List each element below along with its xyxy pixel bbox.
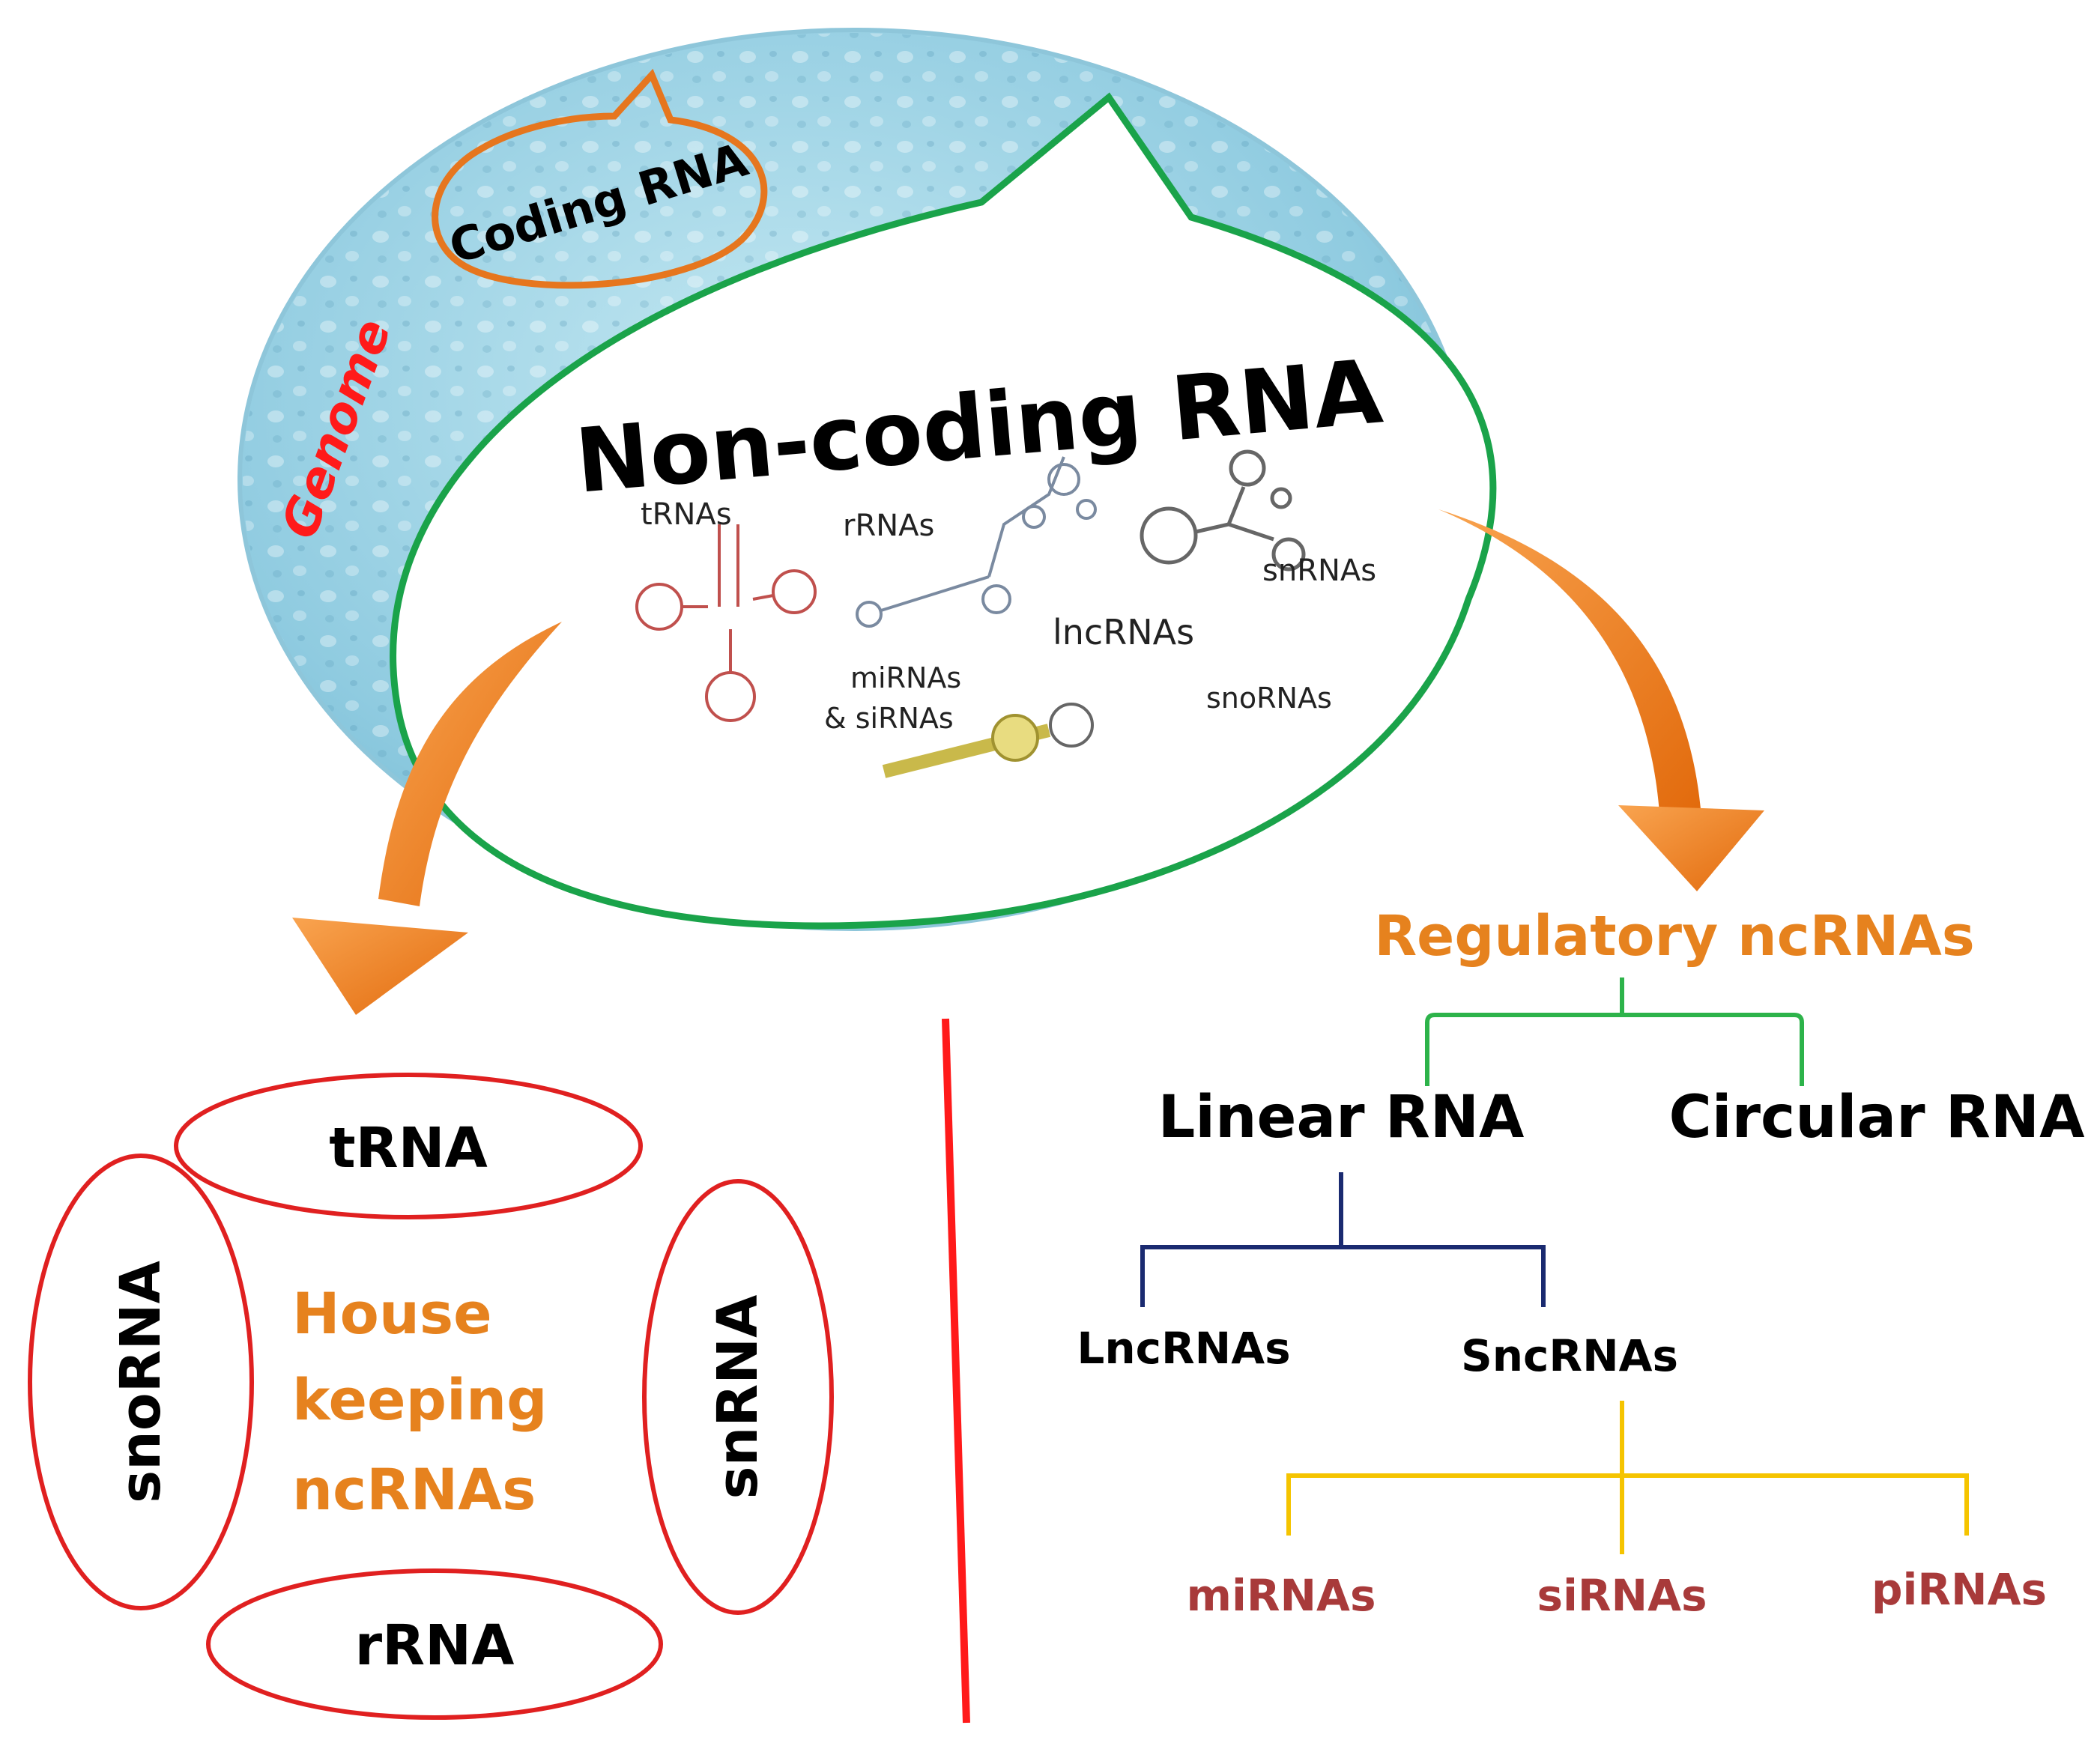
lncrnas-branch-label: LncRNAs	[1077, 1323, 1290, 1374]
arrow-to-regulatory	[1438, 509, 1764, 891]
mirnas-label: miRNAs	[850, 661, 961, 694]
housekeeping-title-line2: keeping	[292, 1366, 548, 1433]
linear-rna-label: Linear RNA	[1158, 1084, 1525, 1151]
snrnas-label: snRNAs	[1262, 554, 1376, 588]
sirnas-label: & siRNAs	[824, 702, 954, 735]
small-rna-bracket	[1286, 1401, 1969, 1554]
arrow-to-housekeeping	[292, 622, 562, 1015]
snornas-label: snoRNAs	[1206, 682, 1332, 715]
snrna-label: snRNA	[706, 1295, 770, 1500]
pirnas-branch-label: piRNAs	[1871, 1564, 2047, 1615]
snorna-label: snoRNA	[109, 1261, 173, 1503]
noncoding-rna-bubble	[390, 92, 1497, 930]
regulatory-bracket	[1425, 977, 1804, 1086]
trna-label: tRNA	[329, 1116, 488, 1180]
regulatory-title: Regulatory ncRNAs	[1374, 904, 1975, 969]
rrna-structure-icon	[856, 456, 1097, 628]
rrnas-label: rRNAs	[843, 509, 934, 543]
housekeeping-group	[28, 1073, 834, 1720]
linear-bracket	[1140, 1172, 1546, 1307]
circular-rna-label: Circular RNA	[1669, 1084, 2085, 1151]
section-divider	[942, 1018, 970, 1724]
mirnas-branch-label: miRNAs	[1187, 1570, 1376, 1621]
sirnas-branch-label: siRNAs	[1537, 1570, 1707, 1621]
coding-rna-bubble	[432, 68, 768, 289]
rrna-label: rRNA	[355, 1613, 515, 1678]
lncrnas-label: lncRNAs	[1053, 612, 1194, 652]
housekeeping-title-line1: House	[292, 1280, 492, 1347]
housekeeping-title-line3: ncRNAs	[292, 1456, 536, 1523]
mirna-hairpin-icon	[882, 703, 1094, 778]
sncrnas-branch-label: SncRNAs	[1461, 1330, 1678, 1381]
trnas-label: tRNAs	[641, 497, 732, 532]
trna-structure-icon	[635, 524, 817, 722]
snrna-structure-icon	[1140, 449, 1306, 572]
